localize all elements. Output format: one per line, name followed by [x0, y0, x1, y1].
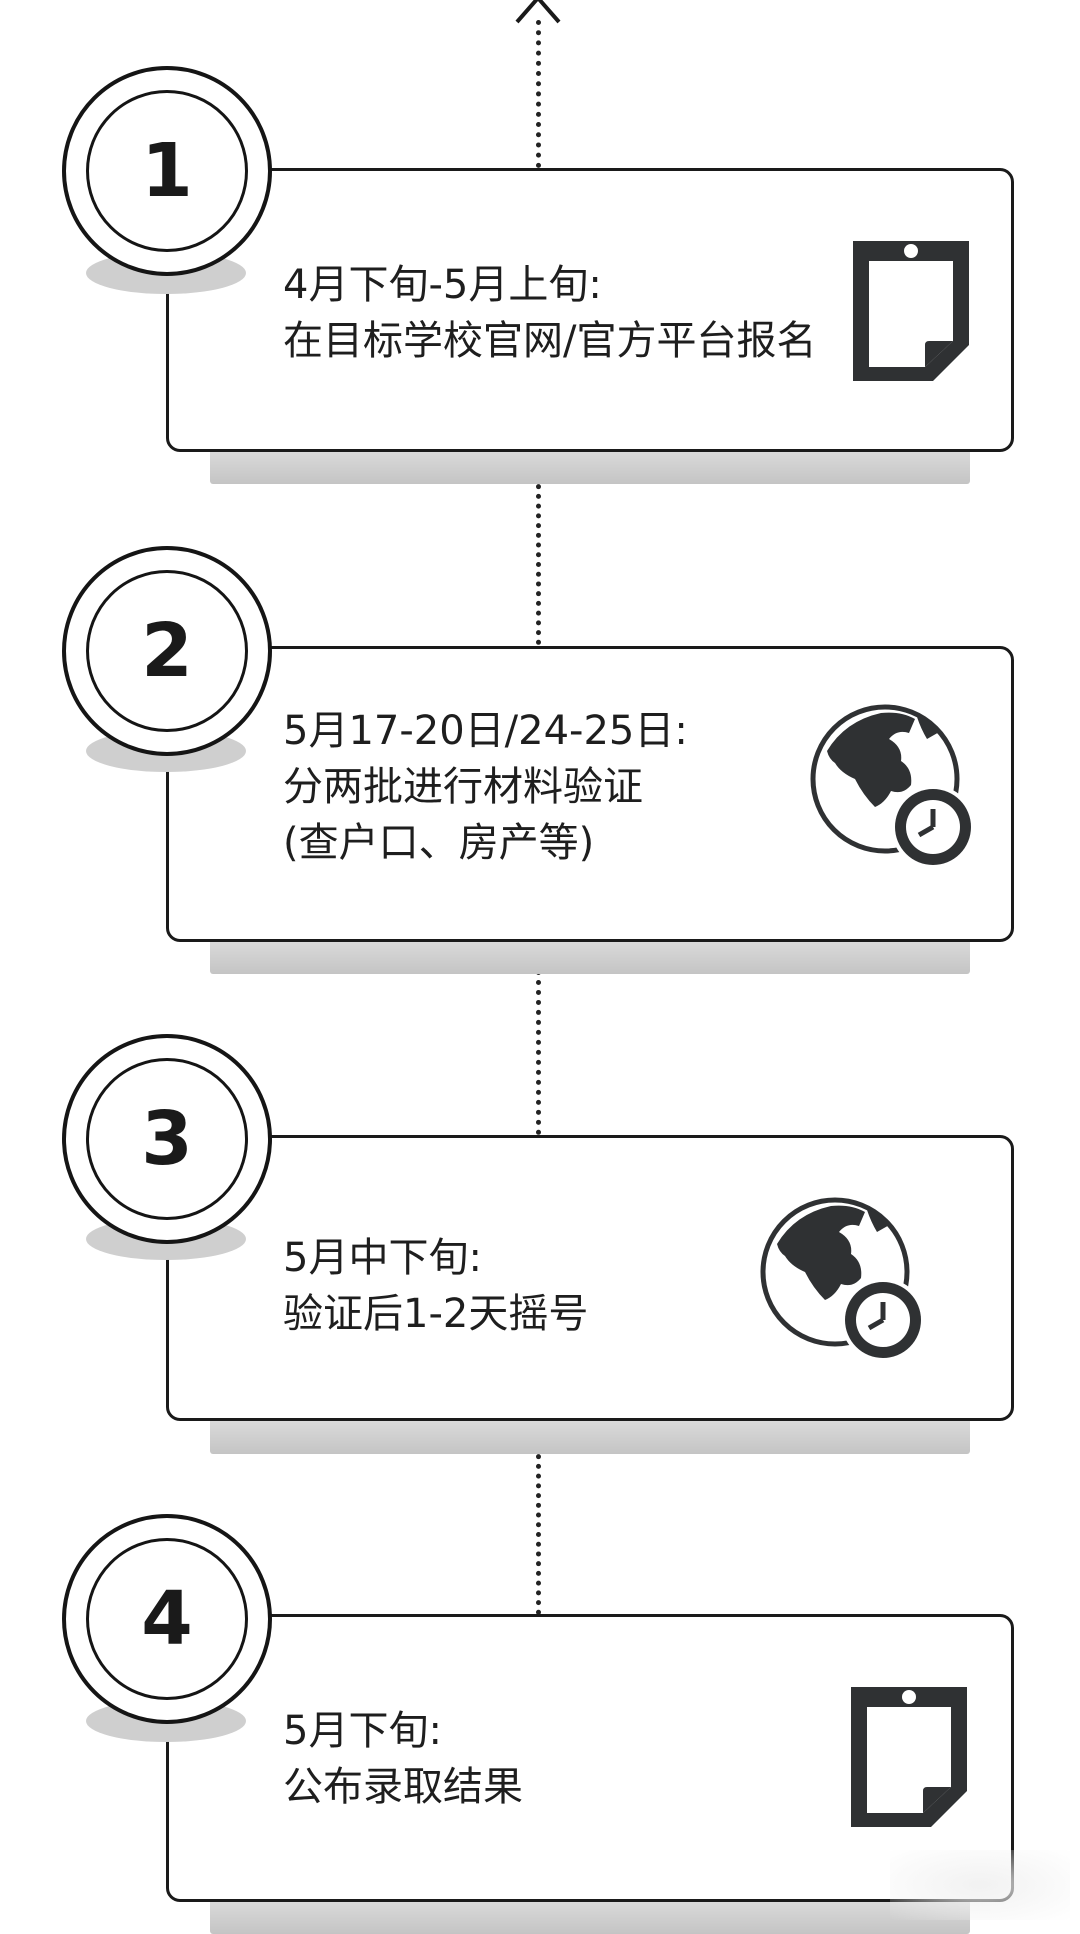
blur-corner [890, 1850, 1070, 1920]
timeline-step: 5月中下旬: 验证后1-2天摇号 3 [62, 1034, 1014, 1454]
timeline-step: 5月17-20日/24-25日: 分两批进行材料验证 (查户口、房产等) 2 [62, 546, 1014, 974]
step-date: 5月17-20日/24-25日: [283, 708, 688, 754]
document-icon [851, 1687, 967, 1827]
step-card: 4月下旬-5月上旬: 在目标学校官网/官方平台报名 [166, 168, 1014, 452]
step-text: 5月下旬: 公布录取结果 [283, 1703, 523, 1815]
card-shadow [210, 1418, 970, 1454]
step-description: 分两批进行材料验证 [283, 764, 643, 810]
timeline-connector [536, 940, 541, 1135]
step-number: 2 [86, 570, 248, 732]
step-date: 4月下旬-5月上旬: [283, 262, 602, 308]
card-shadow [210, 1898, 970, 1934]
step-number-badge: 1 [62, 66, 272, 276]
step-text: 4月下旬-5月上旬: 在目标学校官网/官方平台报名 [283, 257, 816, 369]
step-note: (查户口、房产等) [283, 820, 595, 866]
step-card: 5月中下旬: 验证后1-2天摇号 [166, 1135, 1014, 1421]
step-description: 公布录取结果 [283, 1764, 523, 1810]
step-number-badge: 2 [62, 546, 272, 756]
globe-clock-icon [810, 704, 975, 869]
step-number-badge: 4 [62, 1514, 272, 1724]
step-card: 5月17-20日/24-25日: 分两批进行材料验证 (查户口、房产等) [166, 646, 1014, 942]
timeline-connector [536, 20, 541, 168]
globe-clock-icon [760, 1197, 925, 1362]
card-shadow [210, 448, 970, 484]
step-date: 5月中下旬: [283, 1235, 482, 1281]
step-text: 5月17-20日/24-25日: 分两批进行材料验证 (查户口、房产等) [283, 703, 688, 871]
step-number: 4 [86, 1538, 248, 1700]
step-date: 5月下旬: [283, 1708, 442, 1754]
timeline-arrow-icon [515, 0, 561, 24]
step-description: 在目标学校官网/官方平台报名 [283, 318, 817, 364]
timeline-connector [536, 455, 541, 645]
document-icon [853, 241, 969, 381]
timeline-step: 4月下旬-5月上旬: 在目标学校官网/官方平台报名 1 [0, 0, 1080, 484]
step-text: 5月中下旬: 验证后1-2天摇号 [283, 1230, 588, 1342]
step-number: 3 [86, 1058, 248, 1220]
timeline-connector [536, 1425, 541, 1615]
card-shadow [210, 938, 970, 974]
step-number: 1 [86, 90, 248, 252]
step-card: 5月下旬: 公布录取结果 [166, 1614, 1014, 1902]
step-description: 验证后1-2天摇号 [283, 1291, 589, 1337]
step-number-badge: 3 [62, 1034, 272, 1244]
